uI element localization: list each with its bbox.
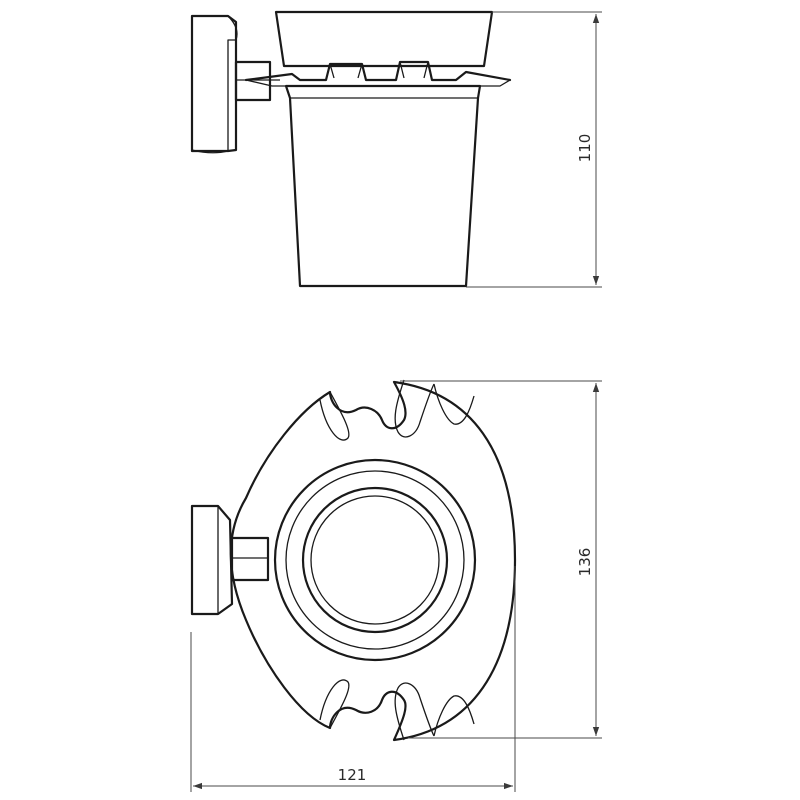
holder-arm <box>234 60 280 102</box>
wall-mount-plate-top <box>190 504 234 616</box>
width-dimension-label: 121 <box>338 766 367 784</box>
cup-body <box>284 84 482 288</box>
slotted-plate <box>229 380 517 742</box>
top-view <box>190 379 517 742</box>
side-view <box>190 10 512 288</box>
depth-dimension-label: 136 <box>576 548 594 577</box>
slot-group-top <box>319 379 475 441</box>
height-dimension-label: 110 <box>576 134 594 163</box>
cup-rings <box>273 458 477 662</box>
height-dimension: 110 <box>466 11 602 288</box>
slot-group-bottom <box>319 679 475 741</box>
depth-dimension: 136 <box>400 380 602 739</box>
cup-rim <box>274 10 494 68</box>
holder-arm-top <box>230 536 270 582</box>
wall-mount-plate <box>190 14 238 154</box>
width-dimension: 121 <box>190 566 516 792</box>
